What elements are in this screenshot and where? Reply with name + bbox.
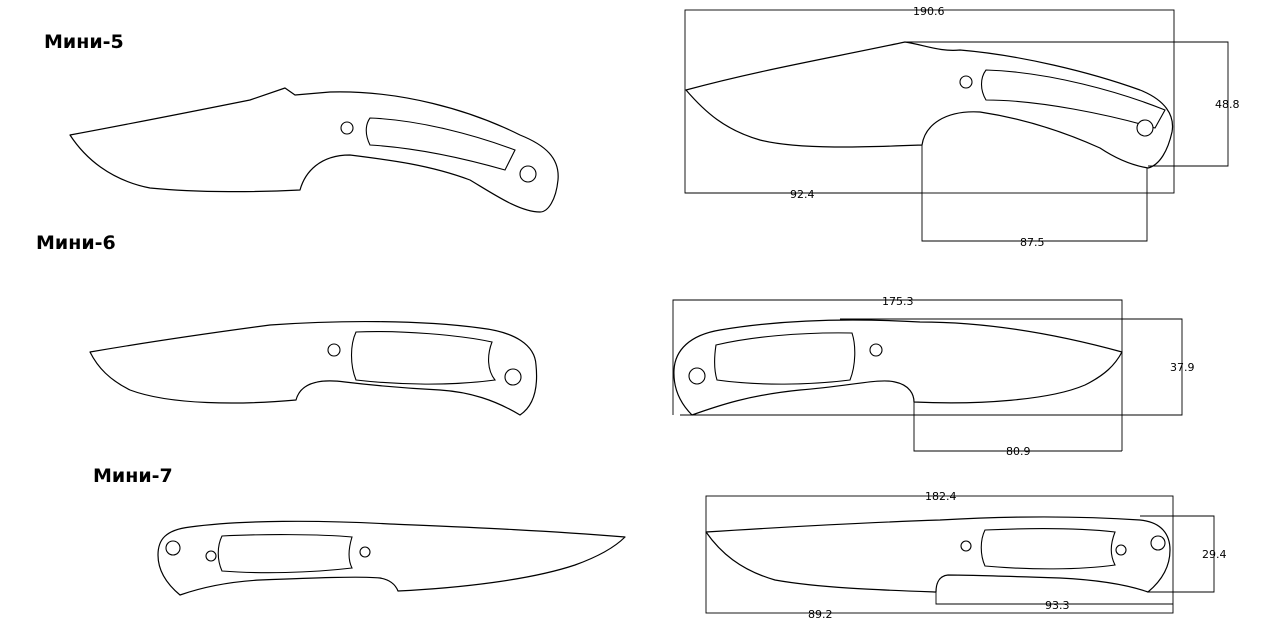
mini-6-handle-length: 80.9 xyxy=(1006,445,1031,458)
mini-5-blade-length: 92.4 xyxy=(790,188,815,201)
mini-5-side-view xyxy=(69,87,559,213)
mini-6-dimensioned-view xyxy=(673,319,1123,416)
mini-6-height: 37.9 xyxy=(1170,361,1195,374)
mini-5-dimension-lines xyxy=(684,9,1229,242)
mini-7-handle-length: 93.3 xyxy=(1045,599,1070,612)
mini-7-blade-length: 89.2 xyxy=(808,608,833,621)
mini-5-dimensioned-view xyxy=(685,41,1174,169)
mini-7-overall-length: 182.4 xyxy=(925,490,957,503)
mini-6-side-view xyxy=(89,320,538,416)
mini-6-overall-length: 175.3 xyxy=(882,295,914,308)
mini-5-handle-length: 87.5 xyxy=(1020,236,1045,249)
mini-6-dimension-lines xyxy=(672,299,1183,452)
mini-7-dimensioned-view xyxy=(705,516,1171,593)
model-title-mini-7: Мини-7 xyxy=(93,465,173,487)
model-title-mini-6: Мини-6 xyxy=(36,232,116,254)
mini-7-height: 29.4 xyxy=(1202,548,1227,561)
mini-7-side-view xyxy=(157,520,626,596)
model-title-mini-5: Мини-5 xyxy=(44,31,124,53)
mini-5-height: 48.8 xyxy=(1215,98,1240,111)
mini-5-overall-length: 190.6 xyxy=(913,5,945,18)
mini-7-dimension-lines xyxy=(705,495,1215,614)
